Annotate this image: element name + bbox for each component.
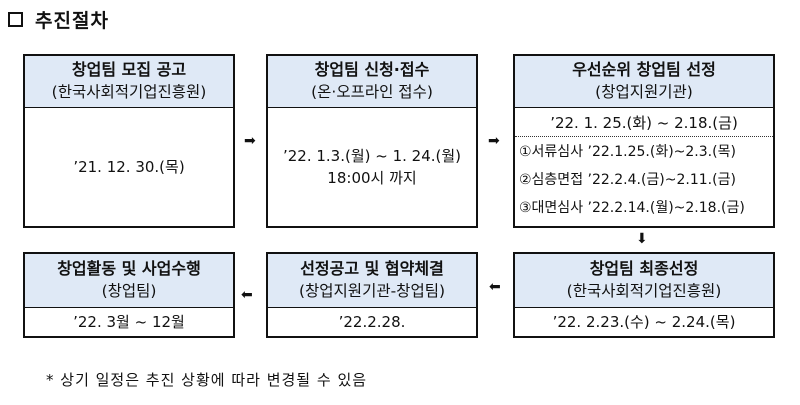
checkbox-square-icon: [8, 11, 23, 27]
step-schedule-list: ’22. 1. 25.(화) ~ 2.18.(금) ①서류심사 ’22.1.25…: [515, 108, 773, 221]
section-title-text: 추진절차: [35, 9, 109, 32]
step-box-application: 창업팀 신청·접수 (온·오프라인 접수) ’22. 1.3.(월) ~ 1. …: [266, 54, 478, 228]
arrow-left-icon: ⬅: [489, 279, 501, 295]
step-header: 창업팀 최종선정 (한국사회적기업진흥원): [515, 254, 773, 308]
step-box-agreement: 선정공고 및 협약체결 (창업지원기관-창업팀) ’22.2.28.: [266, 252, 478, 338]
step-header: 창업활동 및 사업수행 (창업팀): [25, 254, 233, 308]
sub-step-interview: ②심층면접 ’22.2.4.(금)~2.11.(금): [519, 172, 736, 188]
step-box-recruitment-notice: 창업팀 모집 공고 (한국사회적기업진흥원) ’21. 12. 30.(목): [23, 54, 235, 228]
step-header: 우선순위 창업팀 선정 (창업지원기관): [515, 56, 773, 108]
step-body: ’22.2.28.: [268, 308, 476, 336]
sub-step-in-person-review: ③대면심사 ’22.2.14.(월)~2.18.(금): [519, 200, 745, 216]
step-title: 창업팀 최종선정: [589, 259, 699, 278]
step-body: ’22. 2.23.(수) ~ 2.24.(목): [515, 308, 773, 336]
arrow-right-icon: ➡: [488, 133, 500, 149]
step-box-business-activity: 창업활동 및 사업수행 (창업팀) ’22. 3월 ~ 12월: [23, 252, 235, 338]
step-date: ’22. 1. 25.(화) ~ 2.18.(금): [515, 108, 773, 137]
step-title: 창업팀 모집 공고: [71, 60, 187, 79]
step-date: ’22.2.28.: [338, 313, 406, 331]
step-box-final-selection: 창업팀 최종선정 (한국사회적기업진흥원) ’22. 2.23.(수) ~ 2.…: [513, 252, 775, 338]
step-box-priority-selection: 우선순위 창업팀 선정 (창업지원기관) ’22. 1. 25.(화) ~ 2.…: [513, 54, 775, 228]
step-date: ’22. 2.23.(수) ~ 2.24.(목): [552, 313, 736, 331]
step-deadline-time: 18:00시 까지: [327, 169, 417, 187]
arrow-left-icon: ⬅: [241, 287, 253, 303]
step-subtitle: (창업지원기관-창업팀): [298, 282, 446, 300]
step-title: 선정공고 및 협약체결: [300, 259, 444, 278]
step-date: ’22. 3월 ~ 12월: [73, 313, 185, 331]
step-date: ’21. 12. 30.(목): [73, 158, 185, 176]
schedule-note: * 상기 일정은 추진 상황에 따라 변경될 수 있음: [46, 371, 368, 389]
step-header: 창업팀 모집 공고 (한국사회적기업진흥원): [25, 56, 233, 108]
arrow-down-icon: ⬇: [636, 231, 648, 247]
step-subtitle: (한국사회적기업진흥원): [51, 83, 207, 101]
step-body: ’22. 3월 ~ 12월: [25, 308, 233, 336]
step-title: 창업팀 신청·접수: [314, 60, 430, 79]
step-title: 우선순위 창업팀 선정: [572, 60, 716, 79]
step-header: 선정공고 및 협약체결 (창업지원기관-창업팀): [268, 254, 476, 308]
arrow-right-icon: ➡: [244, 133, 256, 149]
step-header: 창업팀 신청·접수 (온·오프라인 접수): [268, 56, 476, 108]
step-body: ’21. 12. 30.(목): [25, 108, 233, 226]
step-title: 창업활동 및 사업수행: [57, 259, 201, 278]
step-subtitle: (온·오프라인 접수): [311, 83, 433, 101]
step-date: ’22. 1.3.(월) ~ 1. 24.(월): [282, 147, 462, 165]
section-title: 추진절차: [8, 6, 109, 32]
step-body: ’22. 1.3.(월) ~ 1. 24.(월) 18:00시 까지: [268, 108, 476, 226]
sub-step-document-review: ①서류심사 ’22.1.25.(화)~2.3.(목): [519, 144, 736, 160]
step-subtitle: (한국사회적기업진흥원): [566, 282, 722, 300]
step-subtitle: (창업팀): [101, 282, 157, 300]
step-subtitle: (창업지원기관): [595, 83, 693, 101]
